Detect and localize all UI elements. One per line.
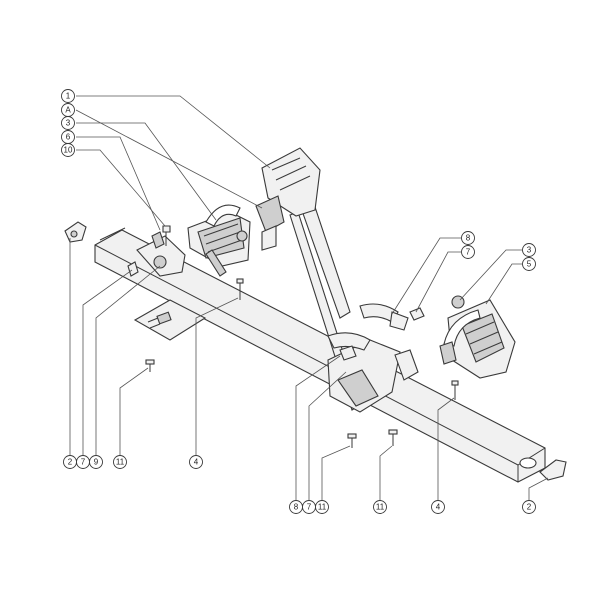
callout-2-bottom-right: 2 [522,500,536,514]
callout-7-bottom-left: 7 [76,455,90,469]
callout-11-left: 11 [113,455,127,469]
bolt-11-center-b [388,429,398,446]
callout-A: A [61,103,75,117]
pin-7-upper [409,307,425,321]
leader-lines [69,95,549,500]
callout-4-left: 4 [189,455,203,469]
callout-5: 5 [522,257,536,271]
svg-text:6: 6 [66,133,71,142]
svg-text:10: 10 [64,146,73,155]
callout-8-upper: 8 [461,231,475,245]
mounting-plate [133,299,207,341]
bolt-11-left [145,359,155,372]
svg-text:11: 11 [376,503,385,512]
callout-9: 9 [89,455,103,469]
svg-text:A: A [65,106,71,115]
callout-11-center-b: 11 [373,500,387,514]
svg-text:9: 9 [94,458,99,467]
callout-3-right: 3 [522,243,536,257]
lever-lower [327,332,371,361]
callout-10: 10 [61,143,75,157]
svg-text:7: 7 [307,503,312,512]
svg-text:5: 5 [527,260,532,269]
bolt-11-center-a [347,433,357,448]
callout-8-bottom: 8 [289,500,303,514]
callout-4-right: 4 [431,500,445,514]
svg-text:11: 11 [318,503,327,512]
svg-text:4: 4 [436,503,441,512]
svg-text:2: 2 [527,503,532,512]
callout-6: 6 [61,130,75,144]
svg-text:8: 8 [294,503,299,512]
callout-2-bottom-left: 2 [63,455,77,469]
svg-text:4: 4 [194,458,199,467]
lever-upper [359,303,409,331]
callout-7-bottom: 7 [302,500,316,514]
tray-screw [162,225,171,246]
main-rail [94,227,546,483]
svg-text:1: 1 [66,92,71,101]
svg-text:8: 8 [466,234,471,243]
svg-text:3: 3 [527,246,532,255]
rear-wheel-tray [439,299,516,379]
front-wheel-tray [187,204,251,277]
svg-text:7: 7 [81,458,86,467]
svg-text:11: 11 [116,458,125,467]
svg-text:2: 2 [68,458,73,467]
rail-clamp-block [127,231,186,277]
svg-text:7: 7 [466,248,471,257]
bolt-4-left [236,278,244,300]
callout-1-top: 1 [61,89,75,103]
callout-3-left: 3 [61,116,75,130]
callout-11-center-a: 11 [315,500,329,514]
svg-text:3: 3 [66,119,71,128]
callout-7-upper: 7 [461,245,475,259]
bolt-4-right [451,380,459,400]
end-cap-left [64,221,87,243]
